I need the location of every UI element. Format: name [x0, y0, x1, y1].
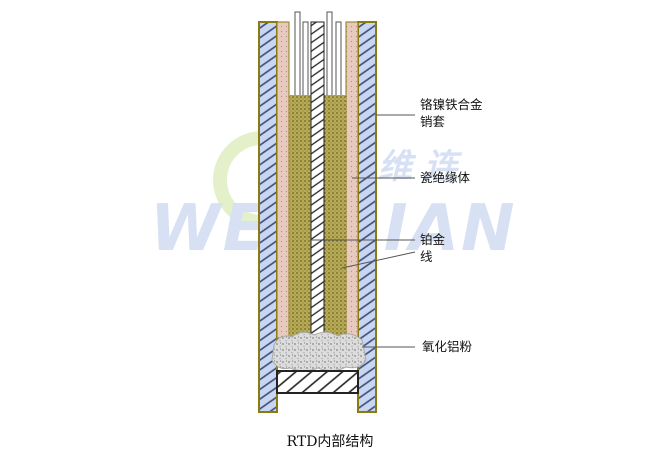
platinum-winding — [289, 95, 346, 338]
alumina-powder — [271, 331, 367, 372]
leader-lines — [311, 114, 416, 348]
lead-wire-2 — [302, 21, 309, 103]
ceramic-core — [310, 21, 325, 339]
label-sheath: 铬镍铁合金 销套 — [420, 97, 483, 131]
bottom-plug — [276, 370, 359, 394]
lead-wire-1 — [294, 11, 301, 103]
lead-wire-3 — [326, 11, 333, 103]
label-alumina-powder: 氧化铝粉 — [422, 339, 473, 354]
label-ceramic-insulator: 瓷绝缘体 — [420, 170, 471, 185]
label-sheath-line1: 铬镍铁合金 — [420, 97, 483, 112]
label-platinum-line1: 铂金 — [420, 232, 446, 247]
ceramic-left — [276, 21, 290, 339]
winding-right — [324, 95, 346, 338]
label-sheath-line2: 销套 — [420, 113, 446, 129]
label-platinum-line2: 线 — [420, 248, 433, 264]
leader-platinum-b — [341, 251, 416, 269]
outer-sheath — [258, 21, 377, 413]
watermark-cjk-text: 维 连 — [378, 147, 463, 187]
label-platinum-wire: 铂金 线 — [420, 232, 445, 266]
diagram-caption: RTD内部结构 — [286, 434, 374, 450]
lead-wire-4 — [335, 21, 342, 103]
ceramic-right — [345, 21, 359, 339]
winding-left — [289, 95, 311, 338]
